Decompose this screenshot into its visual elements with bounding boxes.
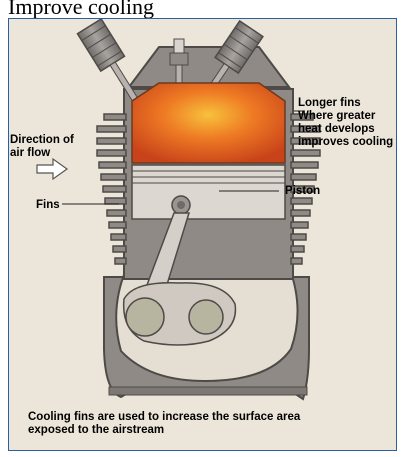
fins-left	[97, 114, 126, 264]
air-flow-arrow	[37, 159, 67, 179]
crankcase-bottom	[109, 387, 307, 395]
crankshaft	[124, 283, 236, 345]
piston	[132, 165, 285, 219]
engine-diagram-frame: Longer fins Where greater heat develops …	[8, 18, 397, 451]
engine-cross-section	[9, 19, 397, 451]
label-piston: Piston	[285, 185, 320, 198]
page-heading-fragment: Improve cooling	[8, 0, 403, 20]
caption: Cooling fins are used to increase the su…	[28, 411, 300, 437]
label-fins: Fins	[36, 199, 60, 212]
label-longer-fins: Longer fins Where greater heat develops …	[298, 97, 393, 149]
combustion-chamber	[132, 83, 285, 163]
label-direction-of-air-flow: Direction of air flow	[10, 134, 74, 160]
cylinder-head	[129, 47, 289, 87]
